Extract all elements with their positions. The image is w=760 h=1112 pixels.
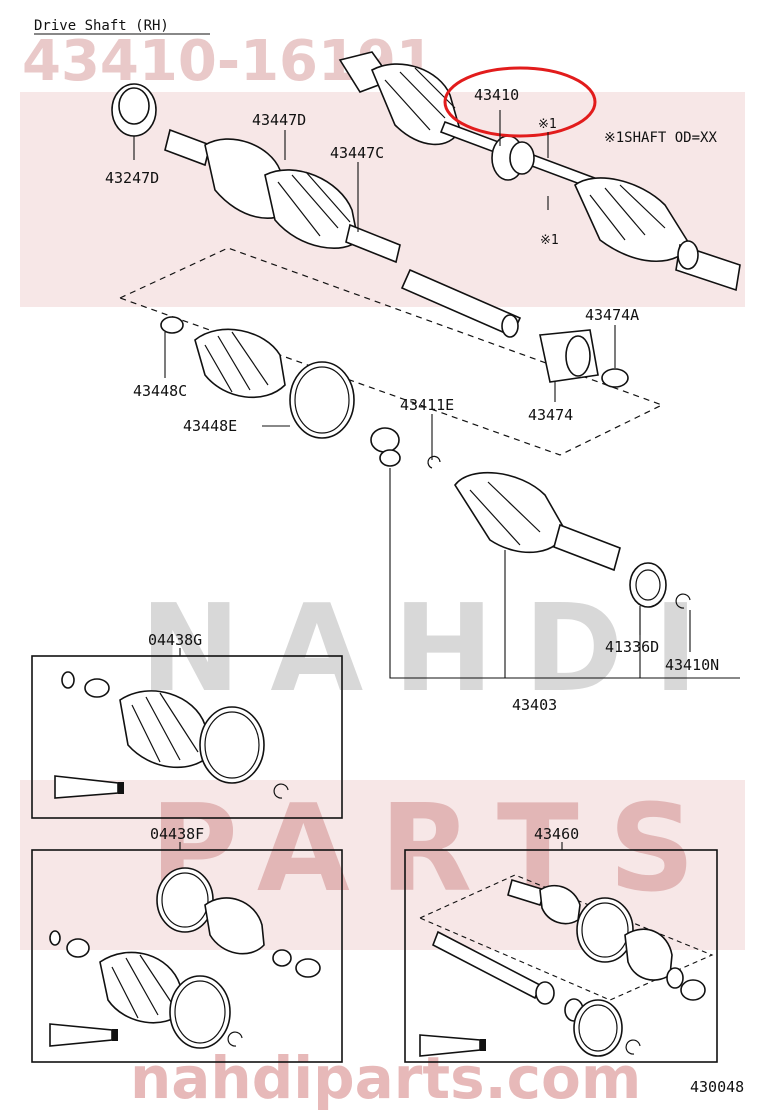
kit-04438f [31, 842, 343, 1063]
callout-43474: 43474 [528, 406, 573, 424]
middle-components [160, 316, 629, 469]
watermark-url: nahdiparts.com [130, 1044, 641, 1112]
callout-43448c: 43448C [133, 382, 187, 400]
highlight-ellipse [443, 66, 597, 138]
kit-04438g [31, 648, 343, 819]
callout-43447d: 43447D [252, 111, 306, 129]
callout-43411e: 43411E [400, 396, 454, 414]
callout-41336d: 41336D [605, 638, 659, 656]
callout-43447c: 43447C [330, 144, 384, 162]
inner-joint-43403 [454, 471, 691, 609]
main-shaft-assembly [338, 51, 741, 292]
callout-leaders [133, 110, 691, 652]
callout-mark1-bottom: ※1 [540, 233, 559, 248]
callout-43403: 43403 [512, 696, 557, 714]
callout-43410: 43410 [474, 86, 519, 104]
watermark-layer: NAHDI PARTS nahdiparts.com [20, 92, 745, 1112]
figure-number: 430048 [690, 1078, 744, 1096]
kit-43460 [404, 842, 718, 1063]
callout-43448e: 43448E [183, 417, 237, 435]
callout-43247d: 43247D [105, 169, 159, 187]
shaft-od-note: ※1SHAFT OD=XX [604, 130, 717, 146]
outer-subassembly [164, 128, 522, 338]
ring-43247d [111, 83, 157, 137]
watermark-word-main: NAHDI [140, 580, 728, 719]
kit-label-43460: 43460 [534, 825, 579, 843]
kit-label-04438f: 04438F [150, 825, 204, 843]
dashed-kit-outline [118, 247, 664, 456]
callout-43474a: 43474A [585, 306, 639, 324]
callout-43410n: 43410N [665, 656, 719, 674]
diagram-title: Drive Shaft (RH) [34, 18, 169, 34]
callout-mark1-top: ※1 [538, 117, 557, 132]
kit-label-04438g: 04438G [148, 631, 202, 649]
